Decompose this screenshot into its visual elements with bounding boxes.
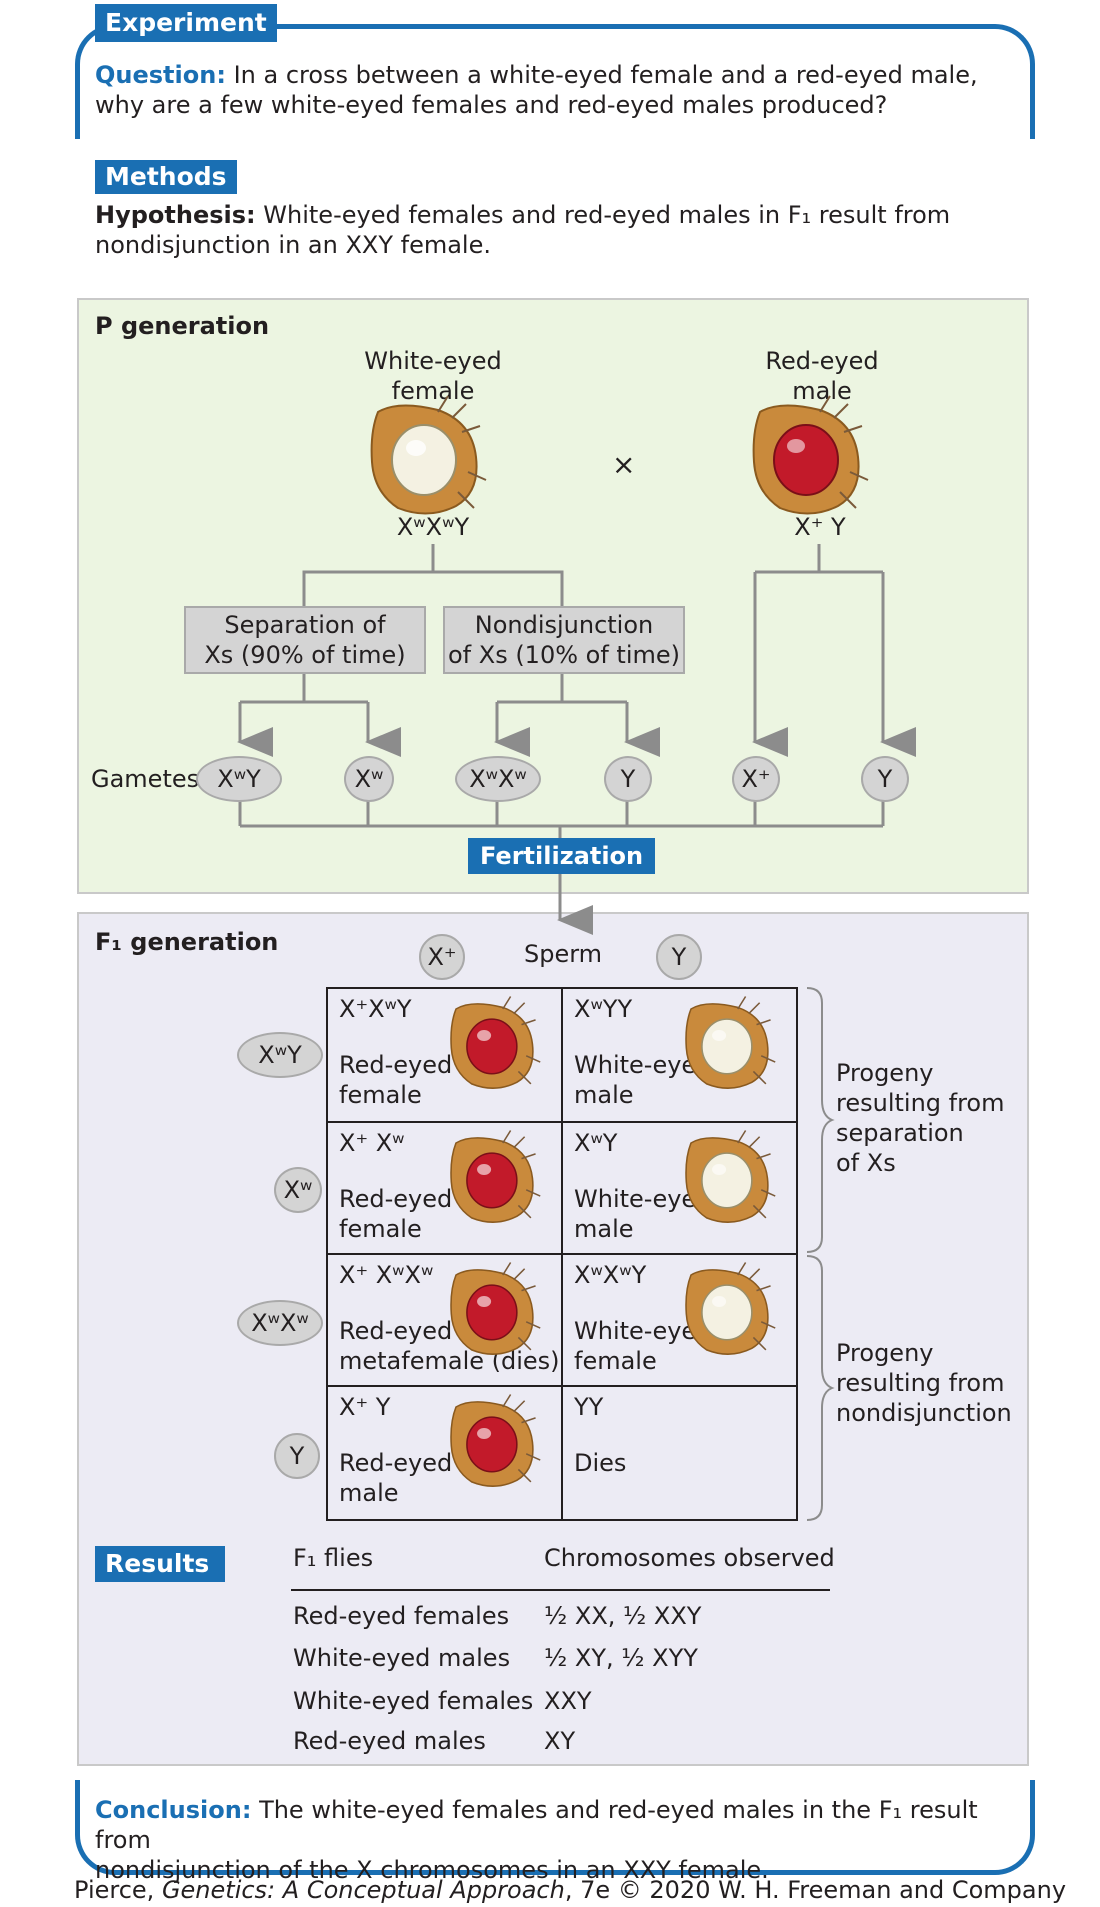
- results-flies: White-eyed males: [293, 1644, 511, 1672]
- sperm-oval: X⁺: [419, 934, 465, 980]
- red-eyed-male-fly-icon: [752, 395, 869, 515]
- nondisjunction-line1: Nondisjunction: [474, 611, 654, 639]
- conclusion-label: Conclusion:: [95, 1796, 252, 1824]
- male-parent-label: Red-eyed male: [722, 346, 922, 406]
- question-text-line2: why are a few white-eyed females and red…: [95, 91, 888, 119]
- female-parent-label: White-eyed female: [333, 346, 533, 406]
- gamete-oval: Xʷ: [344, 756, 394, 802]
- citation-author: Pierce,: [74, 1876, 162, 1904]
- hypothesis-block: Hypothesis: White-eyed females and red-e…: [95, 200, 1015, 260]
- question-block: Question: In a cross between a white-eye…: [95, 60, 1015, 120]
- results-chromosomes: XY: [544, 1727, 576, 1755]
- results-chromosomes: ½ XY, ½ XYY: [544, 1644, 698, 1672]
- citation-rest: , 7e © 2020 W. H. Freeman and Company: [564, 1876, 1067, 1904]
- male-label-line1: Red-eyed: [765, 347, 879, 375]
- white-eyed-female-fly-icon: [370, 395, 487, 515]
- results-flies: White-eyed females: [293, 1687, 534, 1715]
- nondisjunction-line2: of Xs (10% of time): [447, 641, 681, 669]
- experiment-frame-top: [75, 24, 1035, 139]
- cell-phenotype: Dies: [574, 1449, 627, 1477]
- f1-generation-title: F₁ generation: [95, 928, 279, 956]
- male-label-line2: male: [792, 377, 852, 405]
- red-eyed-fly-icon: [450, 1130, 541, 1223]
- white-eyed-fly-icon: [685, 1262, 776, 1355]
- citation: Pierce, Genetics: A Conceptual Approach,…: [74, 1876, 1066, 1904]
- cell-genotype: XʷXʷY: [574, 1261, 647, 1289]
- hypothesis-text-line1: White-eyed females and red-eyed males in…: [263, 201, 951, 229]
- conclusion-block: Conclusion: The white-eyed females and r…: [95, 1795, 1015, 1885]
- question-label: Question:: [95, 61, 226, 89]
- bracket-label-separation: Progeny resulting from separation of Xs: [836, 1059, 1005, 1177]
- separation-line2: Xs (90% of time): [204, 641, 406, 669]
- cell-genotype: XʷYY: [574, 995, 633, 1023]
- question-text-line1: In a cross between a white-eyed female a…: [233, 61, 978, 89]
- bracket-label-nondisjunction: Progeny resulting from nondisjunction: [836, 1339, 1012, 1427]
- egg-oval: Xʷ: [274, 1167, 322, 1213]
- methods-tag: Methods: [95, 160, 237, 194]
- gamete-oval: Y: [604, 756, 652, 802]
- results-col2-header: Chromosomes observed: [544, 1544, 835, 1572]
- conclusion-text-line1: The white-eyed females and red-eyed male…: [95, 1796, 978, 1854]
- red-eyed-fly-icon: [450, 996, 541, 1089]
- results-chromosomes: ½ XX, ½ XXY: [544, 1602, 702, 1630]
- gamete-oval: XʷXʷ: [455, 756, 541, 802]
- white-eyed-fly-icon: [685, 996, 776, 1089]
- red-eyed-fly-icon: [450, 1262, 541, 1355]
- cell-genotype: X⁺XʷY: [339, 995, 412, 1023]
- sperm-label: Sperm: [524, 940, 603, 968]
- white-eyed-fly-icon: [685, 1130, 776, 1223]
- cell-genotype: YY: [574, 1393, 604, 1421]
- sperm-oval: Y: [656, 934, 702, 980]
- female-genotype: XʷXʷY: [396, 513, 470, 541]
- fertilization-tag: Fertilization: [468, 838, 656, 874]
- gamete-oval: X⁺: [732, 756, 780, 802]
- hypothesis-text-line2: nondisjunction in an XXY female.: [95, 231, 491, 259]
- separation-box: Separation of Xs (90% of time): [184, 606, 426, 674]
- experiment-tag: Experiment: [95, 4, 277, 42]
- results-flies: Red-eyed males: [293, 1727, 486, 1755]
- cell-genotype: XʷY: [574, 1129, 618, 1157]
- male-genotype: X⁺ Y: [794, 513, 846, 541]
- results-chromosomes: XXY: [544, 1687, 592, 1715]
- cell-genotype: X⁺ Y: [339, 1393, 391, 1421]
- hypothesis-label: Hypothesis:: [95, 201, 256, 229]
- egg-oval: Y: [274, 1433, 320, 1479]
- punnett-cell: YY Dies: [562, 1386, 797, 1520]
- gamete-oval: XʷY: [196, 756, 282, 802]
- female-label-line1: White-eyed: [364, 347, 502, 375]
- egg-oval: XʷXʷ: [237, 1300, 323, 1346]
- red-eyed-fly-icon: [450, 1394, 541, 1487]
- results-col1-header: F₁ flies: [293, 1544, 374, 1572]
- cross-symbol: ×: [612, 448, 636, 481]
- results-tag: Results: [95, 1546, 225, 1582]
- citation-title: Genetics: A Conceptual Approach: [161, 1876, 565, 1904]
- conclusion-frame: [75, 1780, 1035, 1875]
- cell-genotype: X⁺ Xʷ: [339, 1129, 405, 1157]
- p-generation-title: P generation: [95, 312, 270, 340]
- egg-oval: XʷY: [237, 1032, 323, 1078]
- gamete-oval: Y: [861, 756, 909, 802]
- cell-genotype: X⁺ XʷXʷ: [339, 1261, 434, 1289]
- f1-generation-panel: [77, 912, 1029, 1766]
- gametes-label: Gametes: [91, 765, 200, 793]
- conclusion-text-line2: nondisjunction of the X chromosomes in a…: [95, 1856, 769, 1884]
- female-label-line2: female: [391, 377, 475, 405]
- results-flies: Red-eyed females: [293, 1602, 510, 1630]
- nondisjunction-box: Nondisjunction of Xs (10% of time): [443, 606, 685, 674]
- separation-line1: Separation of: [224, 611, 386, 639]
